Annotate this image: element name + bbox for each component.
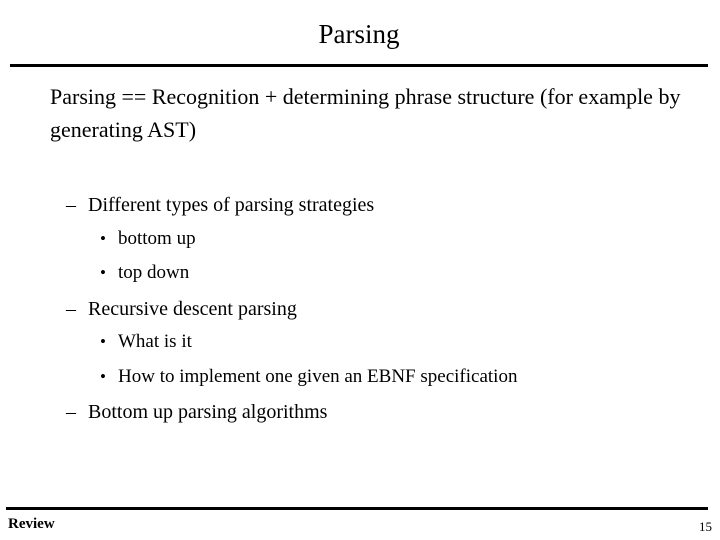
list-item-label: How to implement one given an EBNF speci… (118, 365, 518, 387)
list-item: • What is it (50, 328, 700, 363)
list-item: • How to implement one given an EBNF spe… (50, 363, 700, 398)
footer-label: Review (8, 516, 55, 532)
list-item: – Recursive descent parsing (50, 294, 700, 329)
bullet-list: – Different types of parsing strategies … (50, 190, 700, 432)
dot-bullet-icon: • (100, 332, 106, 351)
dot-bullet-icon: • (100, 366, 106, 386)
list-item-label: Different types of parsing strategies (88, 194, 375, 216)
list-item: – Different types of parsing strategies (50, 190, 700, 225)
dash-bullet-icon: – (66, 401, 76, 423)
slide-body: Parsing == Recognition + determining phr… (50, 80, 700, 423)
list-item: • top down (50, 259, 700, 294)
title-divider (10, 64, 708, 67)
list-item-label: Bottom up parsing algorithms (88, 401, 328, 423)
dot-bullet-icon: • (100, 228, 106, 248)
slide-number: 15 (699, 519, 712, 534)
list-item: – Bottom up parsing algorithms (50, 397, 700, 432)
lead-paragraph: Parsing == Recognition + determining phr… (50, 84, 681, 142)
page-title: Parsing (318, 19, 400, 49)
list-item-label: bottom up (118, 227, 196, 249)
list-item-label: top down (118, 262, 190, 283)
dash-bullet-icon: – (66, 194, 76, 216)
dot-bullet-icon: • (100, 263, 106, 282)
list-item-label: Recursive descent parsing (88, 297, 297, 320)
list-item-label: What is it (118, 331, 192, 352)
footer-divider (6, 507, 708, 510)
list-item: • bottom up (50, 225, 700, 260)
dash-bullet-icon: – (66, 297, 76, 320)
